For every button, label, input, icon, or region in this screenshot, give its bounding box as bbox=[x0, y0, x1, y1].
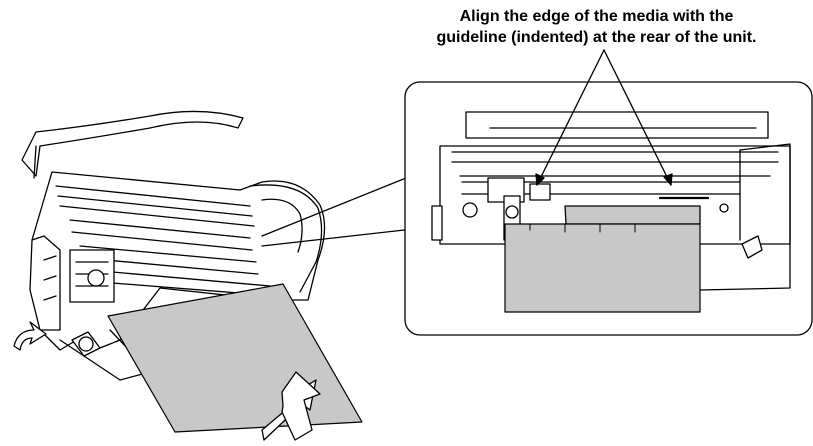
pointer-arrowhead-left bbox=[535, 173, 545, 186]
rotate-arrow-icon bbox=[13, 321, 47, 351]
caption-line-2: guideline (indented) at the rear of the … bbox=[436, 29, 757, 46]
printer-illustration bbox=[21, 110, 326, 381]
callout-connector bbox=[261, 173, 423, 247]
instruction-caption: Align the edge of the media with the gui… bbox=[380, 6, 813, 48]
caption-line-1: Align the edge of the media with the bbox=[459, 8, 734, 25]
pointer-line-left bbox=[536, 49, 605, 186]
pointer-arrowhead-right bbox=[663, 173, 673, 186]
pointer-line-right bbox=[603, 49, 672, 186]
printer-rear-view bbox=[431, 111, 791, 291]
media-sheet-detail bbox=[564, 205, 701, 225]
printer-lid bbox=[21, 110, 244, 177]
